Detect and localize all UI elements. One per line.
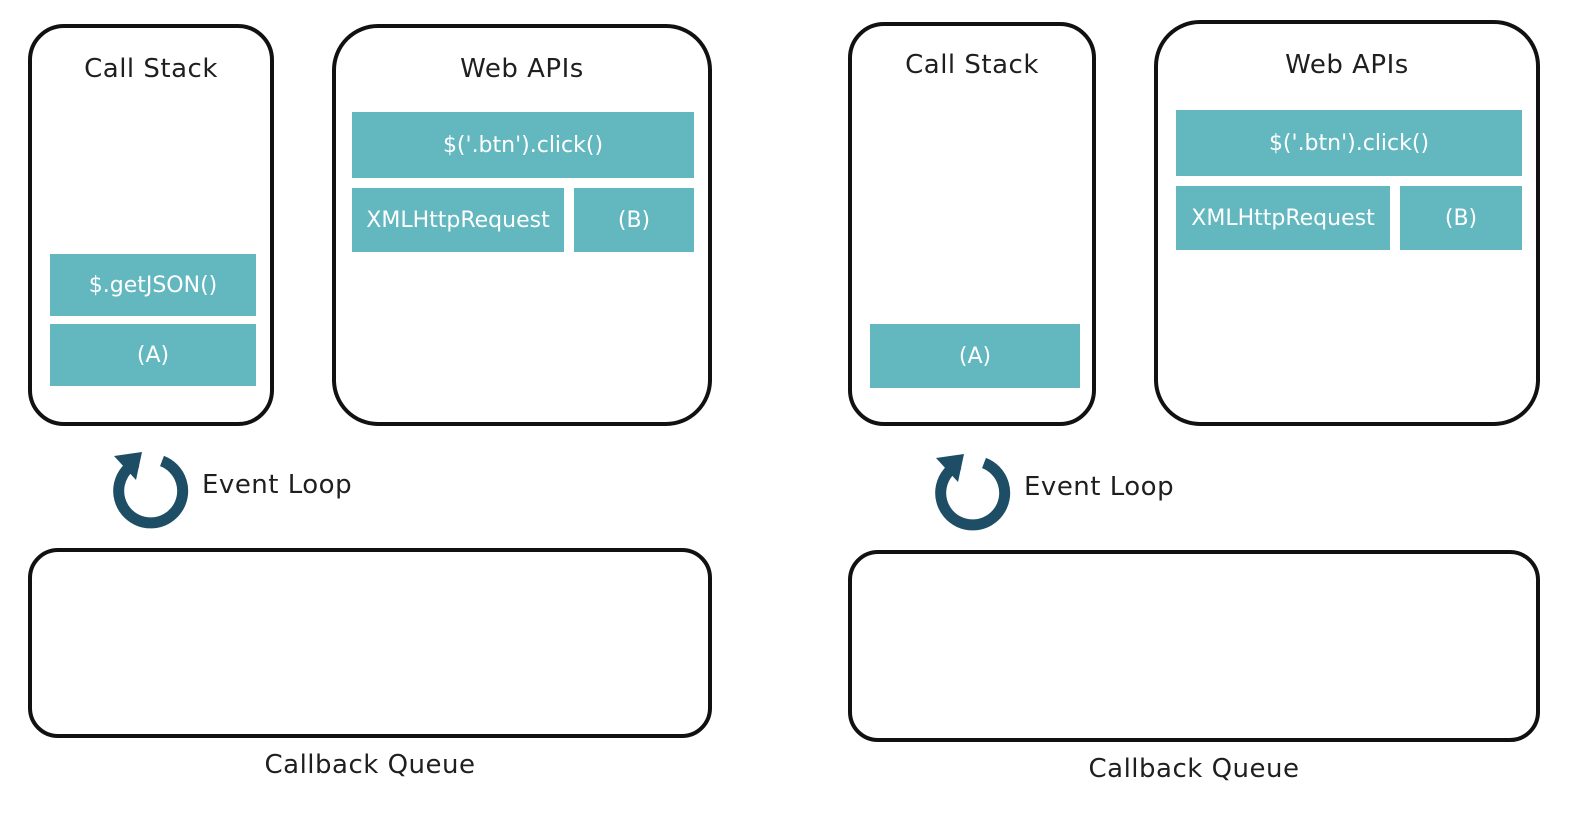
web-api-xmlhttprequest: XMLHttpRequest (1176, 186, 1390, 250)
call-stack-title: Call Stack (84, 54, 218, 84)
left-panel: Call Stack $.getJSON() (A) Web APIs $('.… (28, 24, 712, 780)
call-stack-title: Call Stack (905, 50, 1039, 80)
web-apis-box: Web APIs $('.btn').click() XMLHttpReques… (332, 24, 712, 426)
web-apis-title: Web APIs (460, 54, 584, 84)
callback-queue-label: Callback Queue (1088, 754, 1300, 784)
refresh-icon (935, 454, 1011, 531)
stack-frame-a: (A) (50, 324, 256, 386)
refresh-icon (113, 452, 189, 529)
call-stack-box: Call Stack (A) (848, 22, 1096, 426)
web-api-b: (B) (574, 188, 694, 252)
web-apis-box: Web APIs $('.btn').click() XMLHttpReques… (1154, 20, 1540, 426)
web-api-btn-click: $('.btn').click() (1176, 110, 1522, 176)
callback-queue-box (848, 550, 1540, 742)
stack-frame-a: (A) (870, 324, 1080, 388)
web-api-btn-click: $('.btn').click() (352, 112, 694, 178)
call-stack-box: Call Stack $.getJSON() (A) (28, 24, 274, 426)
stack-frame-getjson: $.getJSON() (50, 254, 256, 316)
right-panel: Call Stack (A) Web APIs $('.btn').click(… (820, 0, 1576, 816)
web-api-b: (B) (1400, 186, 1522, 250)
event-loop-label: Event Loop (202, 470, 353, 500)
callback-queue-box (28, 548, 712, 738)
callback-queue-label: Callback Queue (264, 750, 476, 780)
web-api-xmlhttprequest: XMLHttpRequest (352, 188, 564, 252)
event-loop-label: Event Loop (1024, 472, 1175, 502)
web-apis-title: Web APIs (1285, 50, 1409, 80)
